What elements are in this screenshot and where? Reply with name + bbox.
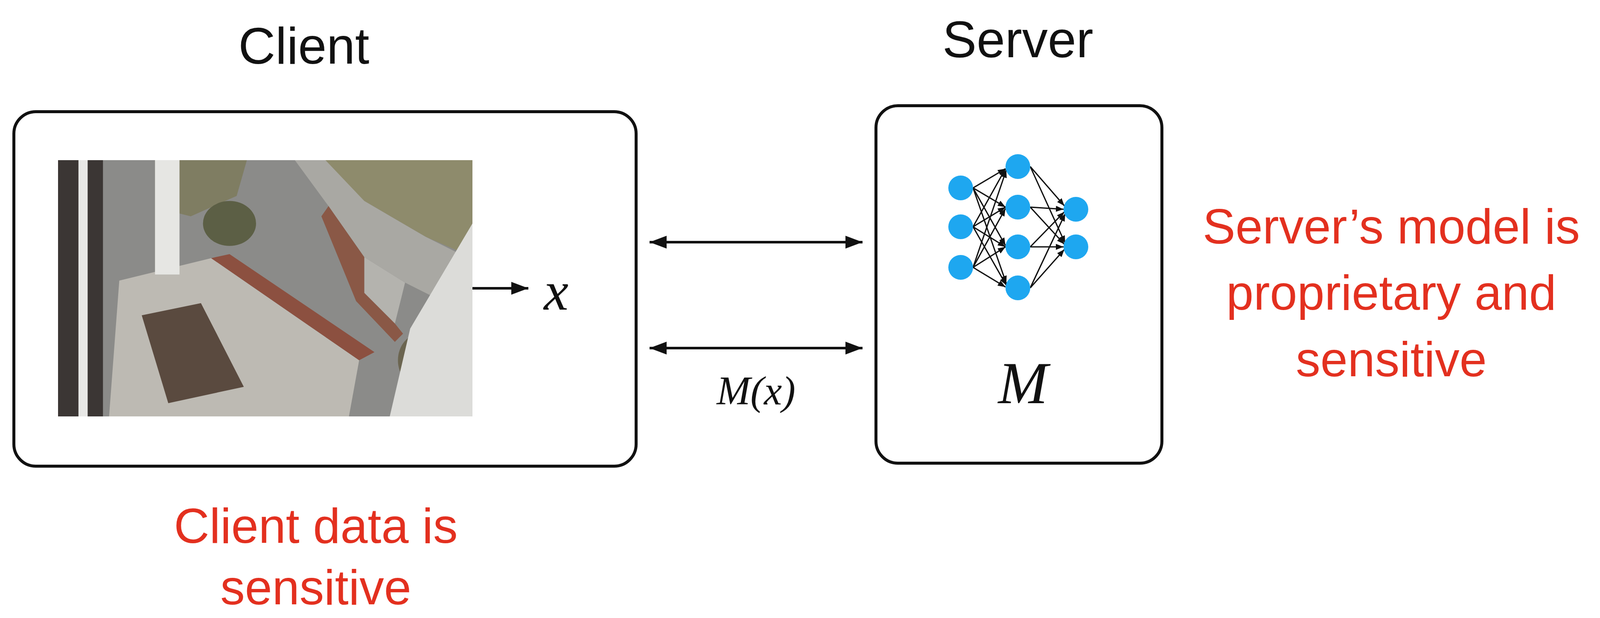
model-symbol: M — [998, 346, 1049, 419]
door — [58, 160, 103, 417]
box-heading: Client — [238, 14, 370, 77]
input-symbol: x — [543, 257, 569, 324]
pillar — [154, 160, 180, 275]
box-heading: Server — [942, 8, 1093, 70]
doorstep-photo — [58, 160, 473, 417]
note-text: Server’s model is proprietary and sensit… — [1194, 193, 1588, 393]
porch-slab — [109, 257, 360, 417]
input-arrow — [472, 286, 529, 290]
neural-net-icon — [973, 166, 1066, 288]
brick-step — [211, 253, 375, 361]
shrub — [203, 201, 257, 246]
server-box: ServerM — [874, 104, 1164, 465]
brick-band — [321, 206, 403, 342]
connector-arrow — [649, 240, 863, 244]
pillar — [389, 223, 473, 417]
connector-arrow — [649, 346, 863, 350]
driveway — [58, 160, 473, 417]
door-frame — [78, 160, 88, 417]
edge-label: M(x) — [716, 366, 796, 415]
doormat — [141, 303, 244, 403]
note-text: Client data is sensitive — [132, 495, 500, 618]
neuron-circles — [948, 154, 1089, 301]
